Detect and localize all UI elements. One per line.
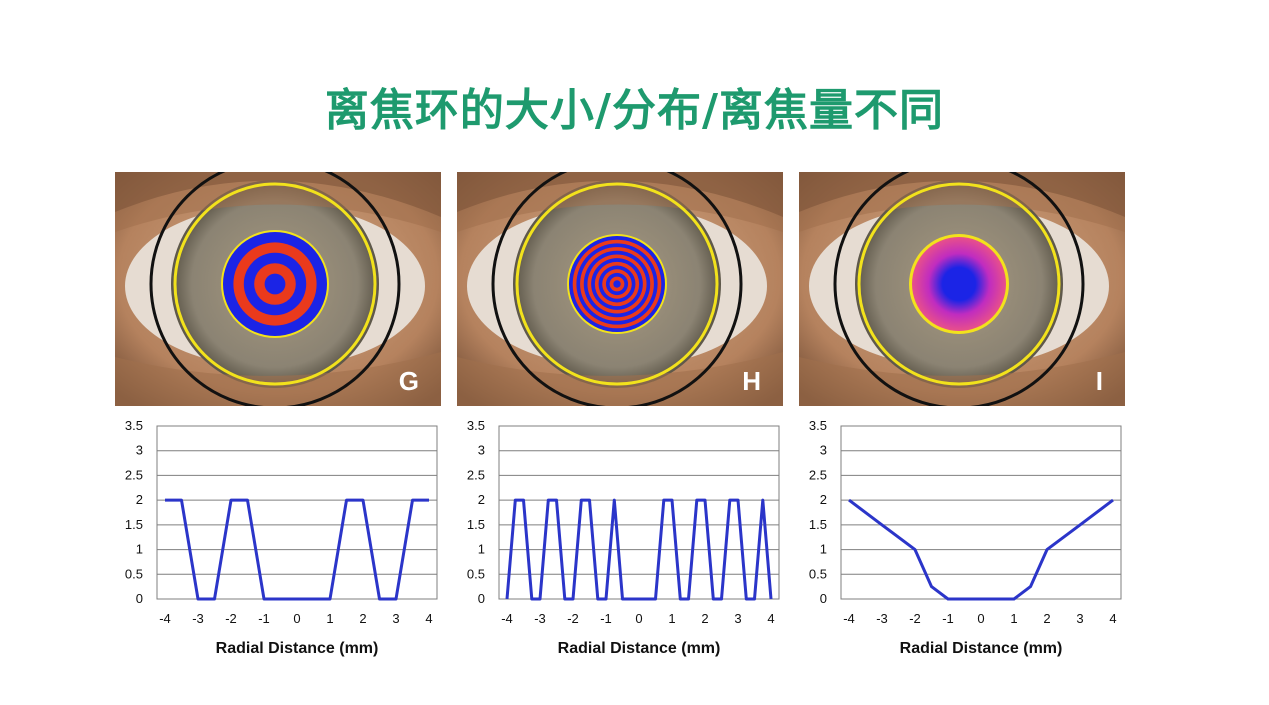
y-tick-label: 3.5 [125,418,143,433]
x-tick-label: 3 [734,611,741,626]
eye-image: H [457,172,783,406]
x-tick-label: 1 [326,611,333,626]
treatment-zone-ring [515,182,719,386]
x-tick-label: 0 [977,611,984,626]
y-tick-label: 3.5 [467,418,485,433]
x-tick-label: -2 [567,611,579,626]
x-tick-label: 1 [668,611,675,626]
x-axis-label: Radial Distance (mm) [558,640,721,657]
y-tick-label: 1.5 [125,517,143,532]
x-tick-label: -1 [258,611,270,626]
x-tick-label: 3 [392,611,399,626]
lens-edge-ring [149,172,401,406]
y-tick-label: 1 [478,542,485,557]
eye-image: G [115,172,441,406]
x-tick-label: -4 [159,611,171,626]
y-tick-label: 2 [478,492,485,507]
y-tick-label: 3.5 [809,418,827,433]
y-tick-label: 1 [820,542,827,557]
x-tick-label: -1 [942,611,954,626]
x-tick-label: 4 [1109,611,1116,626]
y-tick-label: 1 [136,542,143,557]
x-tick-label: -4 [843,611,855,626]
y-tick-label: 2.5 [809,467,827,482]
y-tick-label: 1.5 [467,517,485,532]
y-tick-label: 0.5 [125,566,143,581]
x-tick-label: 3 [1076,611,1083,626]
x-tick-label: 0 [635,611,642,626]
panel-letter: G [399,366,419,396]
x-tick-label: -3 [534,611,546,626]
defocus-ring [613,280,621,288]
defocus-profile-line [165,498,429,601]
treatment-zone-ring [173,182,377,386]
y-tick-label: 3 [820,443,827,458]
defocus-ring [264,273,286,295]
x-tick-label: 4 [425,611,432,626]
plot-area [156,425,438,600]
x-tick-label: 2 [701,611,708,626]
eye-panel-h: H [457,172,783,406]
y-tick-label: 1.5 [809,517,827,532]
y-tick-label: 3 [136,443,143,458]
y-tick-label: 3 [478,443,485,458]
plot-area [498,425,780,600]
y-tick-label: 0 [820,591,827,606]
x-tick-label: 2 [1043,611,1050,626]
eye-panel-i: I [799,172,1125,406]
y-tick-label: 2.5 [125,467,143,482]
y-tick-label: 0 [478,591,485,606]
treatment-zone-ring [857,182,1061,386]
y-tick-label: 2 [820,492,827,507]
x-axis-label: Radial Distance (mm) [216,640,379,657]
eye-panel-g: G [115,172,441,406]
defocus-profile-line [848,498,1114,601]
x-axis-label: Radial Distance (mm) [900,640,1063,657]
y-tick-label: 2.5 [467,467,485,482]
y-tick-label: 0.5 [467,566,485,581]
x-tick-label: 2 [359,611,366,626]
defocus-profile-line [505,498,773,601]
lens-edge-ring [833,172,1085,406]
x-tick-label: -4 [501,611,513,626]
plot-area [840,425,1122,600]
x-tick-label: -2 [225,611,237,626]
defocus-gradient-zone [912,237,1006,331]
eye-image: I [799,172,1125,406]
lens-edge-ring [491,172,743,406]
panel-letter: H [742,366,761,396]
panel-letter: I [1096,366,1103,396]
x-tick-label: -1 [600,611,612,626]
x-tick-label: 0 [293,611,300,626]
y-tick-label: 0.5 [809,566,827,581]
x-tick-label: 4 [767,611,774,626]
y-tick-label: 2 [136,492,143,507]
x-tick-label: -2 [909,611,921,626]
slide-title: 离焦环的大小/分布/离焦量不同 [324,85,945,136]
x-tick-label: -3 [192,611,204,626]
x-tick-label: 1 [1010,611,1017,626]
y-tick-label: 0 [136,591,143,606]
x-tick-label: -3 [876,611,888,626]
